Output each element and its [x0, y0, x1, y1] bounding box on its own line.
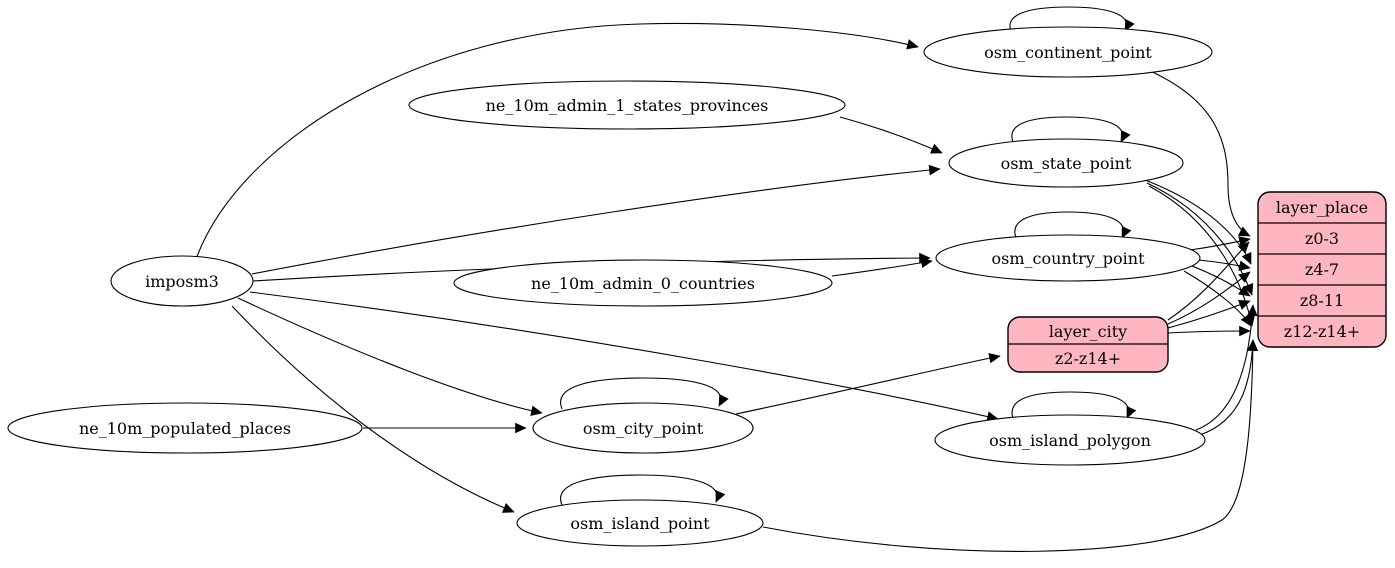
node-ne_10m_admin_1_states_provinces: ne_10m_admin_1_states_provinces [408, 80, 846, 130]
record-layer_city: layer_city z2-z14+ [1007, 316, 1169, 373]
node-osm_island_point: osm_island_point [516, 499, 764, 547]
self-loop-osm_island_polygon [1011, 391, 1137, 422]
layer_place-title: layer_place [1276, 198, 1368, 217]
osm_island_polygon-shape [934, 414, 1206, 466]
node-ne_10m_admin_0_countries: ne_10m_admin_0_countries [453, 259, 833, 307]
ne_10m_populated_places-label: ne_10m_populated_places [79, 419, 291, 438]
edge-imposm3-osm_city_point [237, 297, 543, 416]
node-ne_10m_populated_places: ne_10m_populated_places [7, 402, 363, 454]
self-loop-osm_country_point [1014, 211, 1132, 241]
imposm3-label: imposm3 [145, 272, 219, 291]
edge-layer_city-layer_place-z12-z14 [1167, 325, 1251, 337]
edge-layer_city-layer_place-z0-3 [1167, 241, 1250, 321]
edge-imposm3-osm_state_point [251, 164, 941, 275]
osm_country_point-shape [935, 234, 1201, 282]
ne_10m_admin_0_countries-shape [453, 259, 833, 307]
edge-osm_country_point-layer_place-z0-3 [1189, 236, 1251, 251]
osm_country_point-label: osm_country_point [991, 249, 1145, 268]
osm_island_point-shape [516, 499, 764, 547]
osm_continent_point-shape [923, 26, 1213, 78]
edge-imposm3-osm_continent_point [195, 22, 919, 260]
self-loop-osm_city_point [560, 377, 729, 410]
osm_city_point-shape [532, 402, 754, 454]
layer_place-box [1257, 191, 1387, 348]
osm_island_polygon-label: osm_island_polygon [989, 431, 1151, 450]
node-osm_state_point: osm_state_point [948, 138, 1184, 188]
edge-layer_city-layer_place-z8-11 [1167, 299, 1251, 329]
edge-ne_10m_admin_0_countries-osm_country_point [831, 257, 933, 277]
layer_place-row-z8-11: z8-11 [1300, 291, 1344, 310]
ne_10m_admin_0_countries-label: ne_10m_admin_0_countries [531, 274, 755, 293]
self-loop-osm_island_point [560, 474, 726, 506]
ne_10m_admin_1_states_provinces-shape [408, 80, 846, 130]
ne_10m_admin_1_states_provinces-label: ne_10m_admin_1_states_provinces [486, 96, 769, 115]
edge-osm_island_polygon-layer_place-z8-11 [1195, 304, 1258, 431]
edge-osm_country_point-layer_place-z4-7 [1197, 259, 1251, 271]
edge-ne_10m_admin_1_states_provinces-osm_state_point [839, 116, 943, 154]
edge-osm_continent_point-layer_place-z0-3 [1147, 69, 1251, 237]
layer_place-row-z4-7: z4-7 [1305, 260, 1339, 279]
ne_10m_populated_places-shape [7, 402, 363, 454]
edge-layer_city-layer_place-z4-7 [1167, 271, 1251, 325]
layer_place-row-z0-3: z0-3 [1305, 229, 1339, 248]
osm_state_point-shape [948, 138, 1184, 188]
imposm3-shape [110, 255, 254, 307]
node-osm_country_point: osm_country_point [935, 234, 1201, 282]
layer_city-row-z2-z14: z2-z14+ [1055, 349, 1121, 368]
layer_city-title: layer_city [1049, 322, 1127, 341]
self-loop-osm_continent_point [1009, 6, 1135, 34]
edge-osm_state_point-layer_place-z4-7 [1144, 179, 1252, 265]
osm_state_point-label: osm_state_point [1001, 154, 1132, 173]
edges [195, 6, 1259, 552]
node-osm_island_polygon: osm_island_polygon [934, 414, 1206, 466]
osm_city_point-label: osm_city_point [583, 419, 704, 438]
edge-osm_island_point-layer_place-z12-z14 [762, 339, 1259, 552]
self-loop-osm_state_point [1011, 116, 1131, 145]
node-osm_continent_point: osm_continent_point [923, 26, 1213, 78]
edge-osm_state_point-layer_place-z8-11 [1146, 182, 1254, 296]
edge-osm_island_polygon-layer_place-z12-z14 [1199, 339, 1258, 436]
edge-imposm3-osm_island_point [231, 305, 515, 513]
node-osm_city_point: osm_city_point [532, 402, 754, 454]
record-layer_place: layer_place z0-3 z4-7 z8-11 z12-z14+ [1257, 191, 1387, 348]
node-imposm3: imposm3 [110, 255, 254, 307]
edge-osm_city_point-layer_city-z2 [735, 352, 1001, 415]
layer_place-row-z12-z14: z12-z14+ [1284, 322, 1360, 341]
osm_island_point-label: osm_island_point [570, 514, 710, 533]
edge-imposm3-osm_island_polygon [249, 291, 999, 422]
osm_continent_point-label: osm_continent_point [984, 43, 1152, 62]
